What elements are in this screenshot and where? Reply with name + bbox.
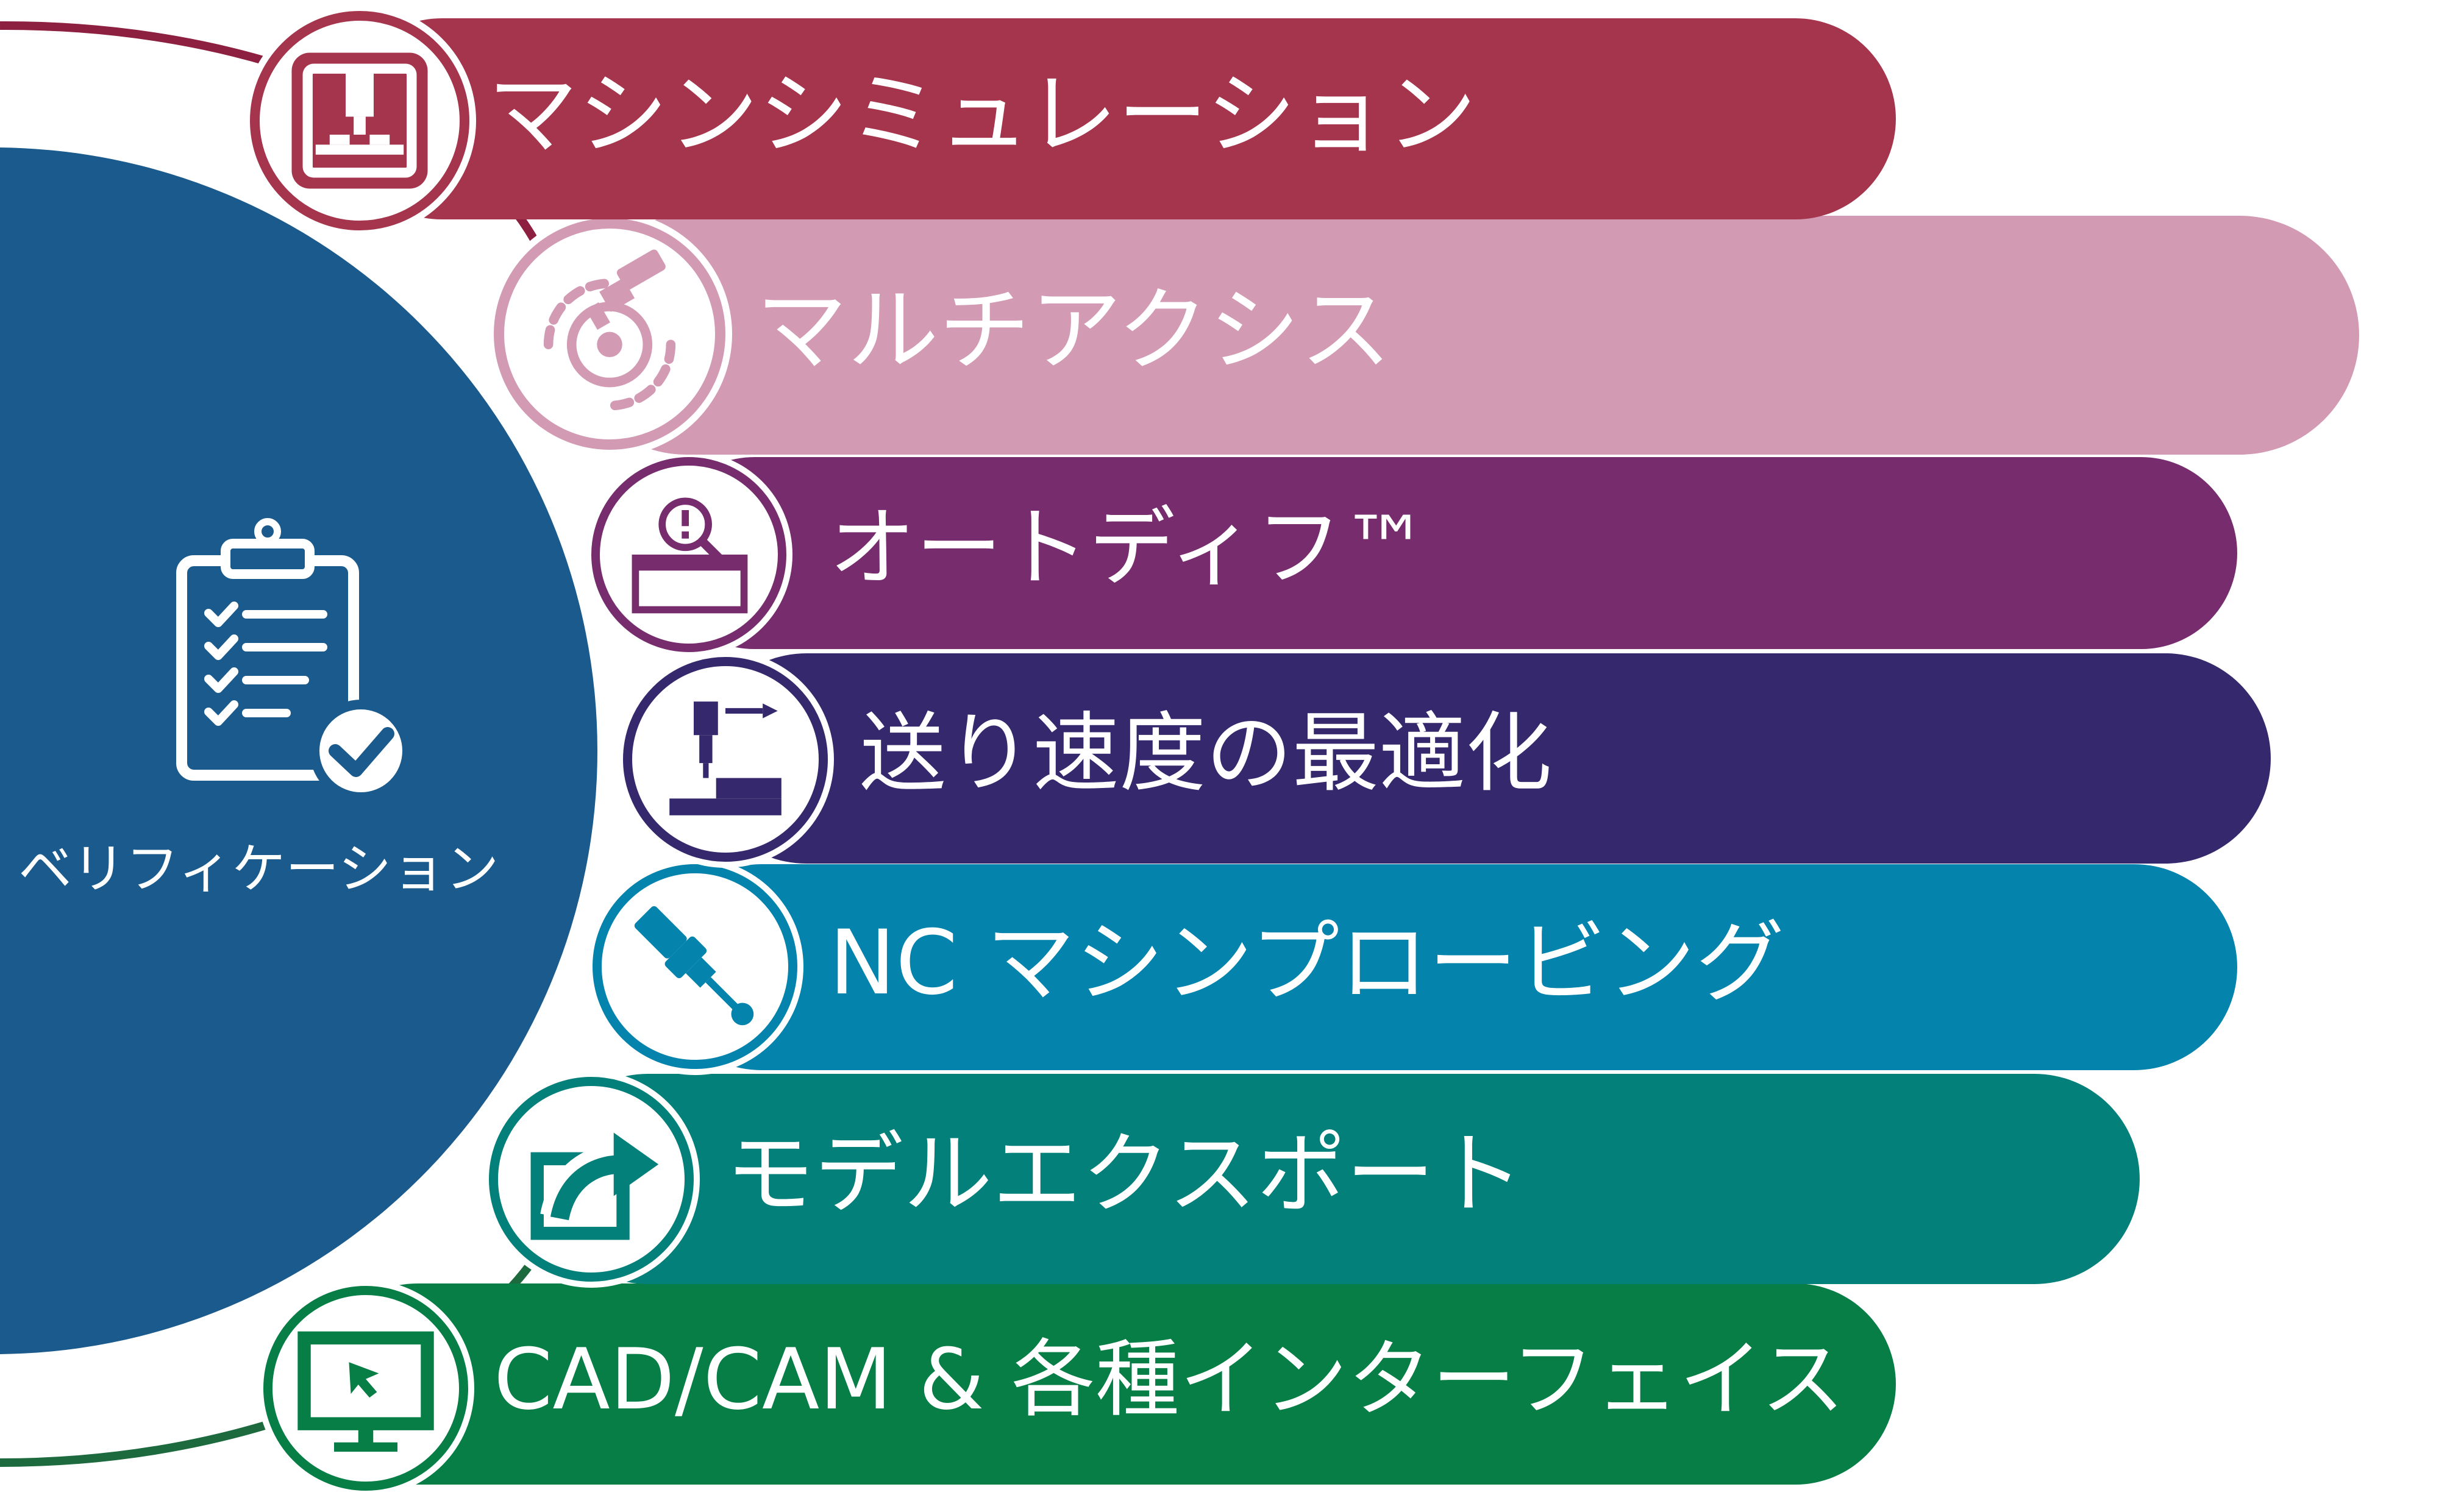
feature-4-label: 送り速度の最適化 bbox=[860, 703, 1552, 804]
feature-2-badge bbox=[494, 218, 725, 450]
feature-2-bar bbox=[567, 216, 2359, 455]
hub-circle bbox=[0, 147, 597, 1354]
feature-7-badge bbox=[263, 1286, 468, 1491]
feature-3-label: オートディフ™ bbox=[829, 498, 1430, 599]
feedrate-spindle-icon bbox=[669, 701, 782, 815]
hub-label: ベリフィケーション bbox=[18, 837, 499, 900]
clipboard-checklist-icon bbox=[176, 518, 412, 802]
feature-3-bar bbox=[658, 457, 2237, 649]
feature-1-label: マシンシミュレーション bbox=[488, 62, 1477, 167]
autodiff-magnifier-icon bbox=[632, 497, 748, 614]
feature-4-bar bbox=[701, 653, 2271, 864]
multiaxis-tool-icon bbox=[543, 249, 676, 411]
machine-icon bbox=[291, 52, 428, 189]
feature-2-label: マルチアクシス bbox=[756, 277, 1392, 384]
feature-1-badge bbox=[250, 11, 469, 230]
feature-6-label: モデルエクスポート bbox=[725, 1123, 1524, 1227]
probe-icon bbox=[634, 906, 754, 1026]
feature-7-bar bbox=[317, 1283, 1896, 1485]
monitor-cursor-icon bbox=[297, 1331, 434, 1452]
export-arrow-icon bbox=[530, 1132, 659, 1240]
feature-6-bar bbox=[543, 1074, 2140, 1284]
feature-6-badge bbox=[489, 1077, 694, 1282]
feature-7-label: CAD/CAM & 各種インターフェイス bbox=[494, 1330, 1845, 1429]
feature-3-badge bbox=[591, 457, 786, 652]
feature-5-label: NC マシンプロービング bbox=[829, 911, 1785, 1015]
feature-1-bar bbox=[341, 18, 1896, 219]
feature-5-bar bbox=[658, 864, 2237, 1070]
feature-5-badge bbox=[593, 864, 797, 1069]
feature-4-badge bbox=[623, 657, 828, 862]
